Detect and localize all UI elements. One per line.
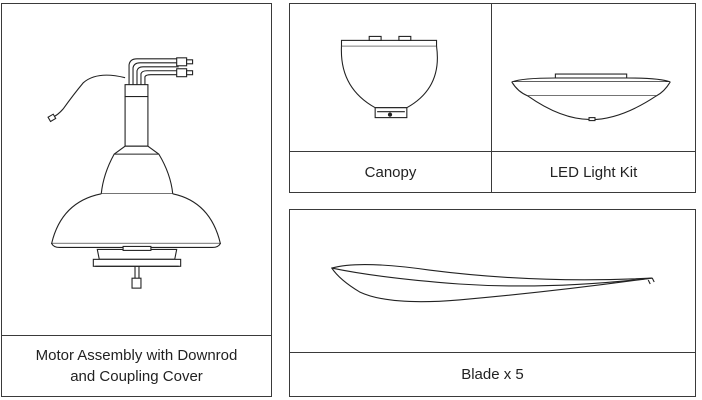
blade-caption: Blade x 5 <box>461 366 524 383</box>
motor-assembly-illustration <box>2 4 271 337</box>
blade-caption-cell: Blade x 5 <box>290 352 695 396</box>
led-light-kit-caption: LED Light Kit <box>549 163 638 181</box>
blade-panel: Blade x 5 <box>289 209 696 397</box>
motor-caption-line2: and Coupling Cover <box>70 368 203 385</box>
blade-illustration <box>290 210 695 355</box>
motor-assembly-panel: Motor Assembly with Downrod and Coupling… <box>1 3 272 397</box>
canopy-panel: Canopy <box>289 3 492 193</box>
led-light-kit-illustration <box>492 4 695 153</box>
canopy-caption: Canopy <box>364 163 417 181</box>
motor-caption-line1: Motor Assembly with Downrod <box>35 347 238 364</box>
canopy-caption-cell: Canopy <box>290 151 491 192</box>
canopy-illustration <box>290 4 491 153</box>
led-light-kit-caption-cell: LED Light Kit <box>492 151 695 192</box>
motor-assembly-caption: Motor Assembly with Downrod and Coupling… <box>2 335 271 396</box>
led-light-kit-panel: LED Light Kit <box>491 3 696 193</box>
